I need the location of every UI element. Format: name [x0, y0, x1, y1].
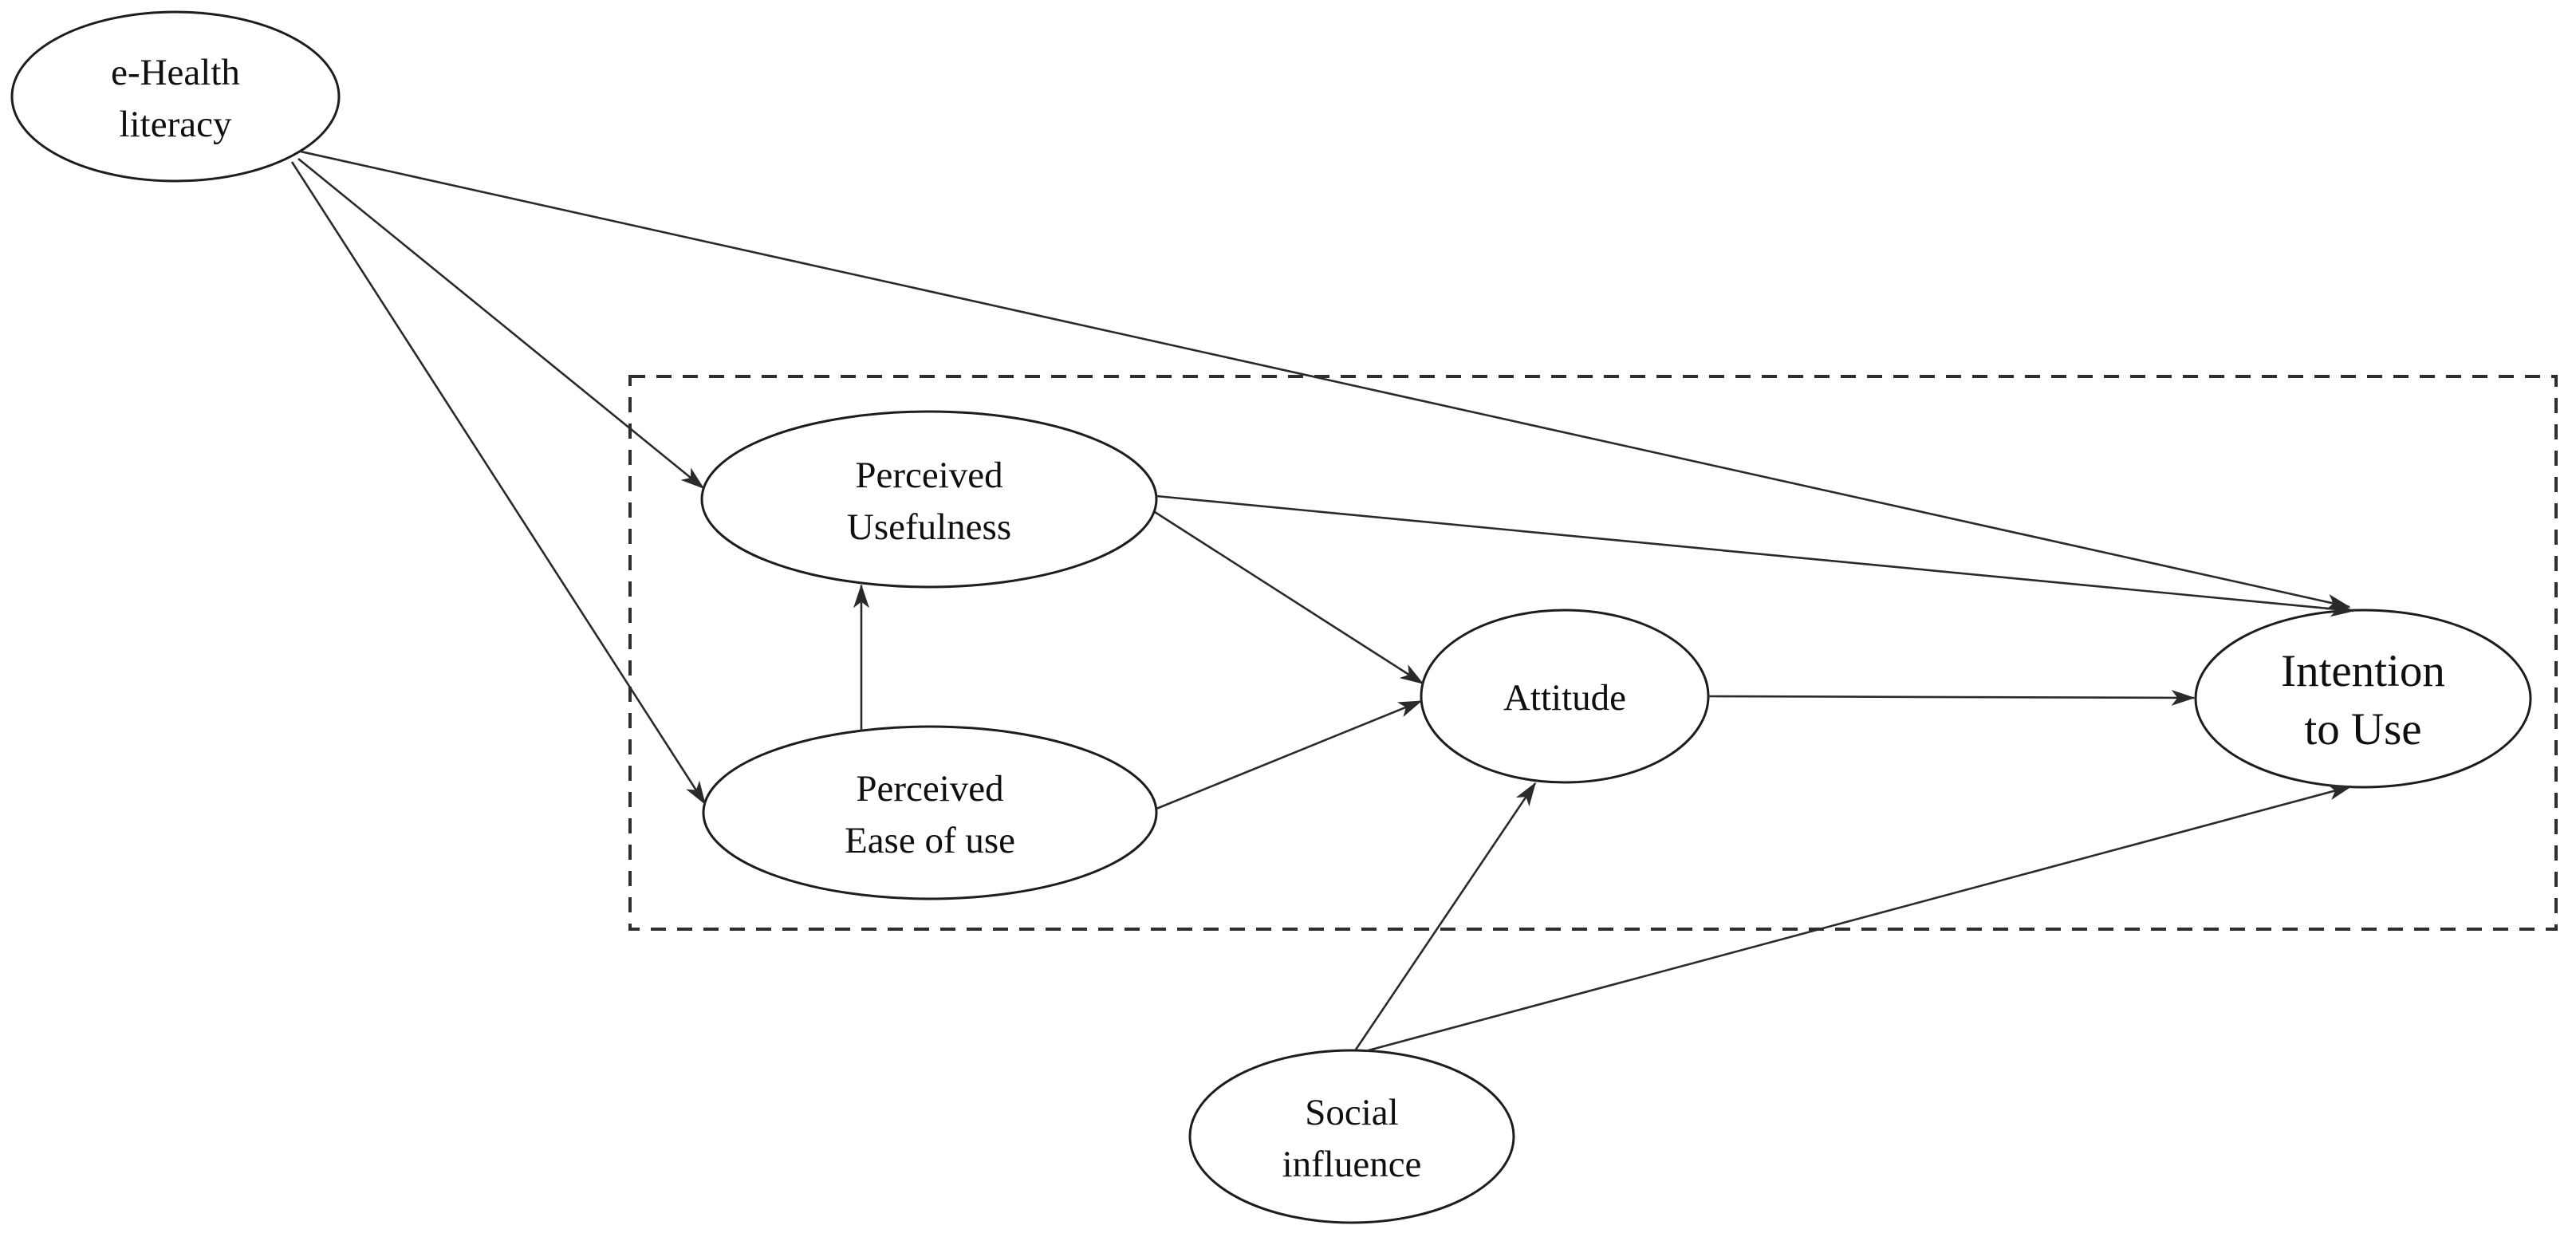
- intention-to-use-label-line2: to Use: [2304, 704, 2421, 754]
- perceived-ease-of-use-label-line2: Ease of use: [845, 820, 1015, 861]
- intention-to-use-label-line1: Intention: [2281, 646, 2445, 696]
- edge-perceived-usefulness-to-intention-to-use: [1156, 494, 2355, 617]
- attitude-label: Attitude: [1503, 677, 1626, 719]
- edge-social-influence-to-attitude: [1354, 782, 1537, 1050]
- edge-ehealth-to-perceived-usefulness: [297, 157, 705, 490]
- node-perceived-usefulness-ellipse: [700, 410, 1158, 589]
- edge-attitude-to-intention-to-use: [1707, 689, 2196, 706]
- edge-social-influence-to-intention-to-use: [1365, 784, 2353, 1053]
- edge-ehealth-to-intention-to-use: [300, 150, 2351, 610]
- ehealth-literacy-label-line1: e-Health: [111, 52, 240, 93]
- node-perceived-ease-of-use-ellipse: [702, 725, 1158, 900]
- edge-perceived-usefulness-to-attitude: [1154, 510, 1424, 685]
- social-influence-label-line1: Social: [1305, 1092, 1398, 1133]
- edge-perceived-ease-to-attitude: [1156, 699, 1423, 810]
- node-social-influence-ellipse: [1188, 1049, 1515, 1224]
- node-intention-to-use-ellipse: [2194, 609, 2532, 789]
- node-ehealth-literacy-ellipse: [10, 10, 341, 183]
- perceived-usefulness-label-line2: Usefulness: [847, 506, 1011, 548]
- perceived-usefulness-label-line1: Perceived: [855, 455, 1002, 496]
- perceived-ease-of-use-label-line1: Perceived: [856, 768, 1003, 810]
- ehealth-literacy-label-line2: literacy: [120, 104, 232, 145]
- social-influence-label-line2: influence: [1282, 1144, 1422, 1185]
- edge-ehealth-to-perceived-ease-of-use: [290, 161, 707, 806]
